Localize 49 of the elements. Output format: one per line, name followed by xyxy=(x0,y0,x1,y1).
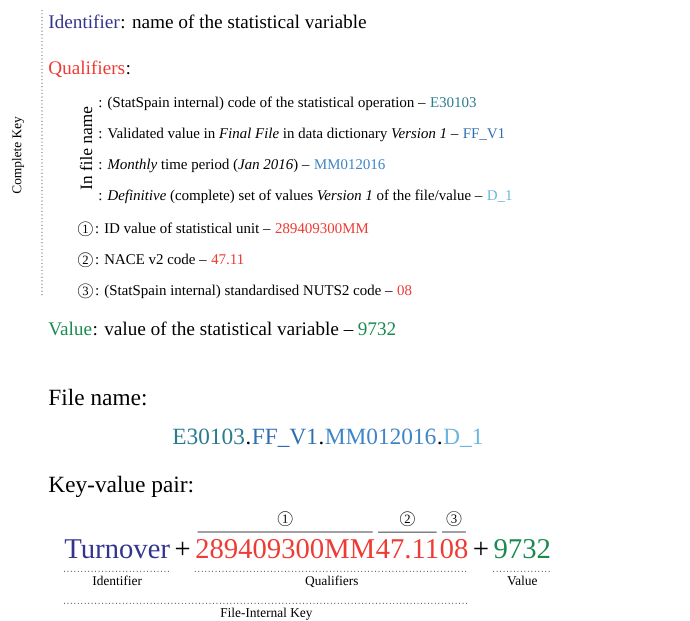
code-value: MM012016 xyxy=(325,428,436,444)
definition-text: : (StatSpain internal) standardised NUTS2 code – xyxy=(96,284,393,298)
code-value: E30103 xyxy=(172,428,244,444)
separator-dot: . xyxy=(320,442,323,444)
code-value: 47.11 xyxy=(211,254,244,264)
bracket-label: Value xyxy=(507,576,537,586)
key-term: 08 xyxy=(440,538,468,558)
code-value: FF_V1 xyxy=(463,128,504,140)
separator-dot: . xyxy=(438,442,442,444)
section-heading: Key-value pair: xyxy=(48,476,192,498)
term-heading: Qualifiers xyxy=(49,60,124,78)
code-value: 08 xyxy=(398,285,412,296)
code-value: D_1 xyxy=(487,190,512,202)
code-value: 9732 xyxy=(358,322,396,336)
code-value: 289409300MM xyxy=(276,223,368,234)
plus-sign: + xyxy=(474,542,488,556)
plus-sign: + xyxy=(176,542,190,556)
separator-dot: . xyxy=(246,442,250,444)
definition-text: : name of the statistical variable xyxy=(122,14,366,28)
definition-text: : (StatSpain internal) code of the statistical operation – xyxy=(99,96,426,110)
key-term: 9732 xyxy=(494,539,550,558)
definition-text: : value of the statistical variable – xyxy=(94,322,354,336)
term-heading: Identifier xyxy=(48,14,120,28)
circled-number: 3 xyxy=(78,283,93,298)
circled-number: 1 xyxy=(278,511,292,526)
term-heading: Value xyxy=(48,322,92,336)
circled-number: 2 xyxy=(400,511,415,526)
definition-text: : Monthly time period (Jan 2016) – xyxy=(99,158,310,172)
key-term: 47.11 xyxy=(376,539,438,558)
definition-text: : Validated value in Final File in data dictionary Version 1 – xyxy=(99,128,458,142)
circled-number: 3 xyxy=(446,511,462,526)
key-term: Turnover xyxy=(64,539,170,558)
side-label: In file name xyxy=(80,106,92,190)
bracket-label: Qualifiers xyxy=(306,576,358,588)
side-label: Complete Key xyxy=(12,116,24,194)
section-heading: File name: xyxy=(48,388,146,406)
bracket-label: File-Internal Key xyxy=(220,608,312,620)
key-term: 289409300MM xyxy=(196,538,374,558)
code-value: FF_V1 xyxy=(252,428,316,447)
bracket-label: Identifier xyxy=(92,576,142,586)
code-value: E30103 xyxy=(430,97,476,108)
code-value: D_1 xyxy=(444,428,482,447)
circled-number: 2 xyxy=(78,252,93,268)
definition-text: : NACE v2 code – xyxy=(96,254,207,264)
circled-number: 1 xyxy=(78,221,93,236)
code-value: MM012016 xyxy=(314,159,385,170)
definition-text: : ID value of statistical unit – xyxy=(96,222,271,234)
colon-text: : xyxy=(127,64,130,74)
definition-text: : Definitive (complete) set of values Version 1 of the file/value – xyxy=(99,189,482,204)
